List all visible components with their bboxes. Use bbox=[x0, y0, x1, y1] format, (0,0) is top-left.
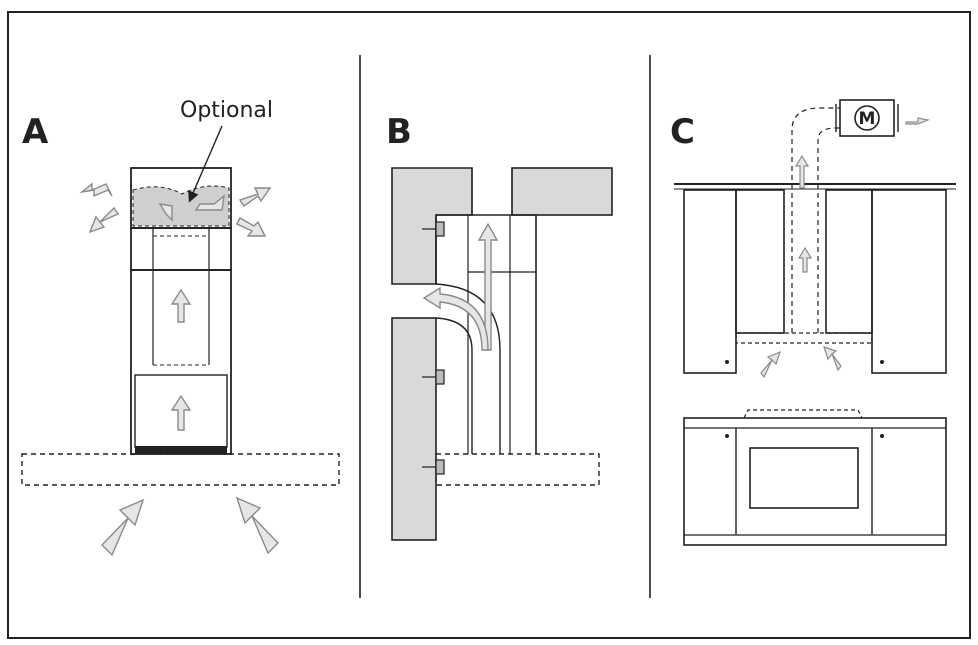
panel-b-label: B bbox=[386, 112, 412, 152]
arrow-duct-up-upper bbox=[794, 154, 810, 189]
optional-callout: Optional bbox=[180, 98, 274, 123]
arrow-bend-left bbox=[422, 286, 489, 351]
arrow-out-lower-left bbox=[88, 206, 120, 234]
optional-filter bbox=[132, 185, 230, 227]
arrow-out-upper-left bbox=[79, 182, 113, 198]
panel-c-drawing: M bbox=[674, 99, 956, 546]
panel-a-airflow-arrows bbox=[79, 182, 279, 557]
arrow-inlet-left bbox=[101, 498, 145, 557]
arrow-out-upper-right bbox=[238, 187, 272, 207]
arrow-inner-right bbox=[194, 194, 225, 211]
panel-c-airflow-arrows bbox=[760, 117, 931, 379]
arrow-motor-out bbox=[905, 117, 931, 125]
arrow-inlet-right bbox=[235, 496, 279, 555]
arrow-out-lower-right bbox=[236, 217, 267, 237]
arrow-inner-left bbox=[158, 203, 173, 222]
panel-a-label: A bbox=[22, 112, 49, 152]
panel-b-airflow-arrows bbox=[422, 222, 499, 351]
motor-symbol bbox=[854, 105, 880, 131]
panel-c-label: C bbox=[670, 112, 695, 152]
diagram-border bbox=[7, 11, 971, 639]
arrow-duct-up-lower bbox=[797, 246, 813, 273]
arrow-duct-up bbox=[477, 222, 499, 351]
arrow-inlet-left bbox=[760, 350, 781, 379]
arrow-up-upper bbox=[170, 288, 192, 323]
motor-label: M bbox=[859, 109, 876, 129]
panel-b-drawing bbox=[391, 167, 613, 541]
panel-a-drawing bbox=[21, 125, 340, 486]
arrow-up-lower bbox=[170, 394, 192, 431]
arrow-inlet-right bbox=[823, 346, 842, 372]
